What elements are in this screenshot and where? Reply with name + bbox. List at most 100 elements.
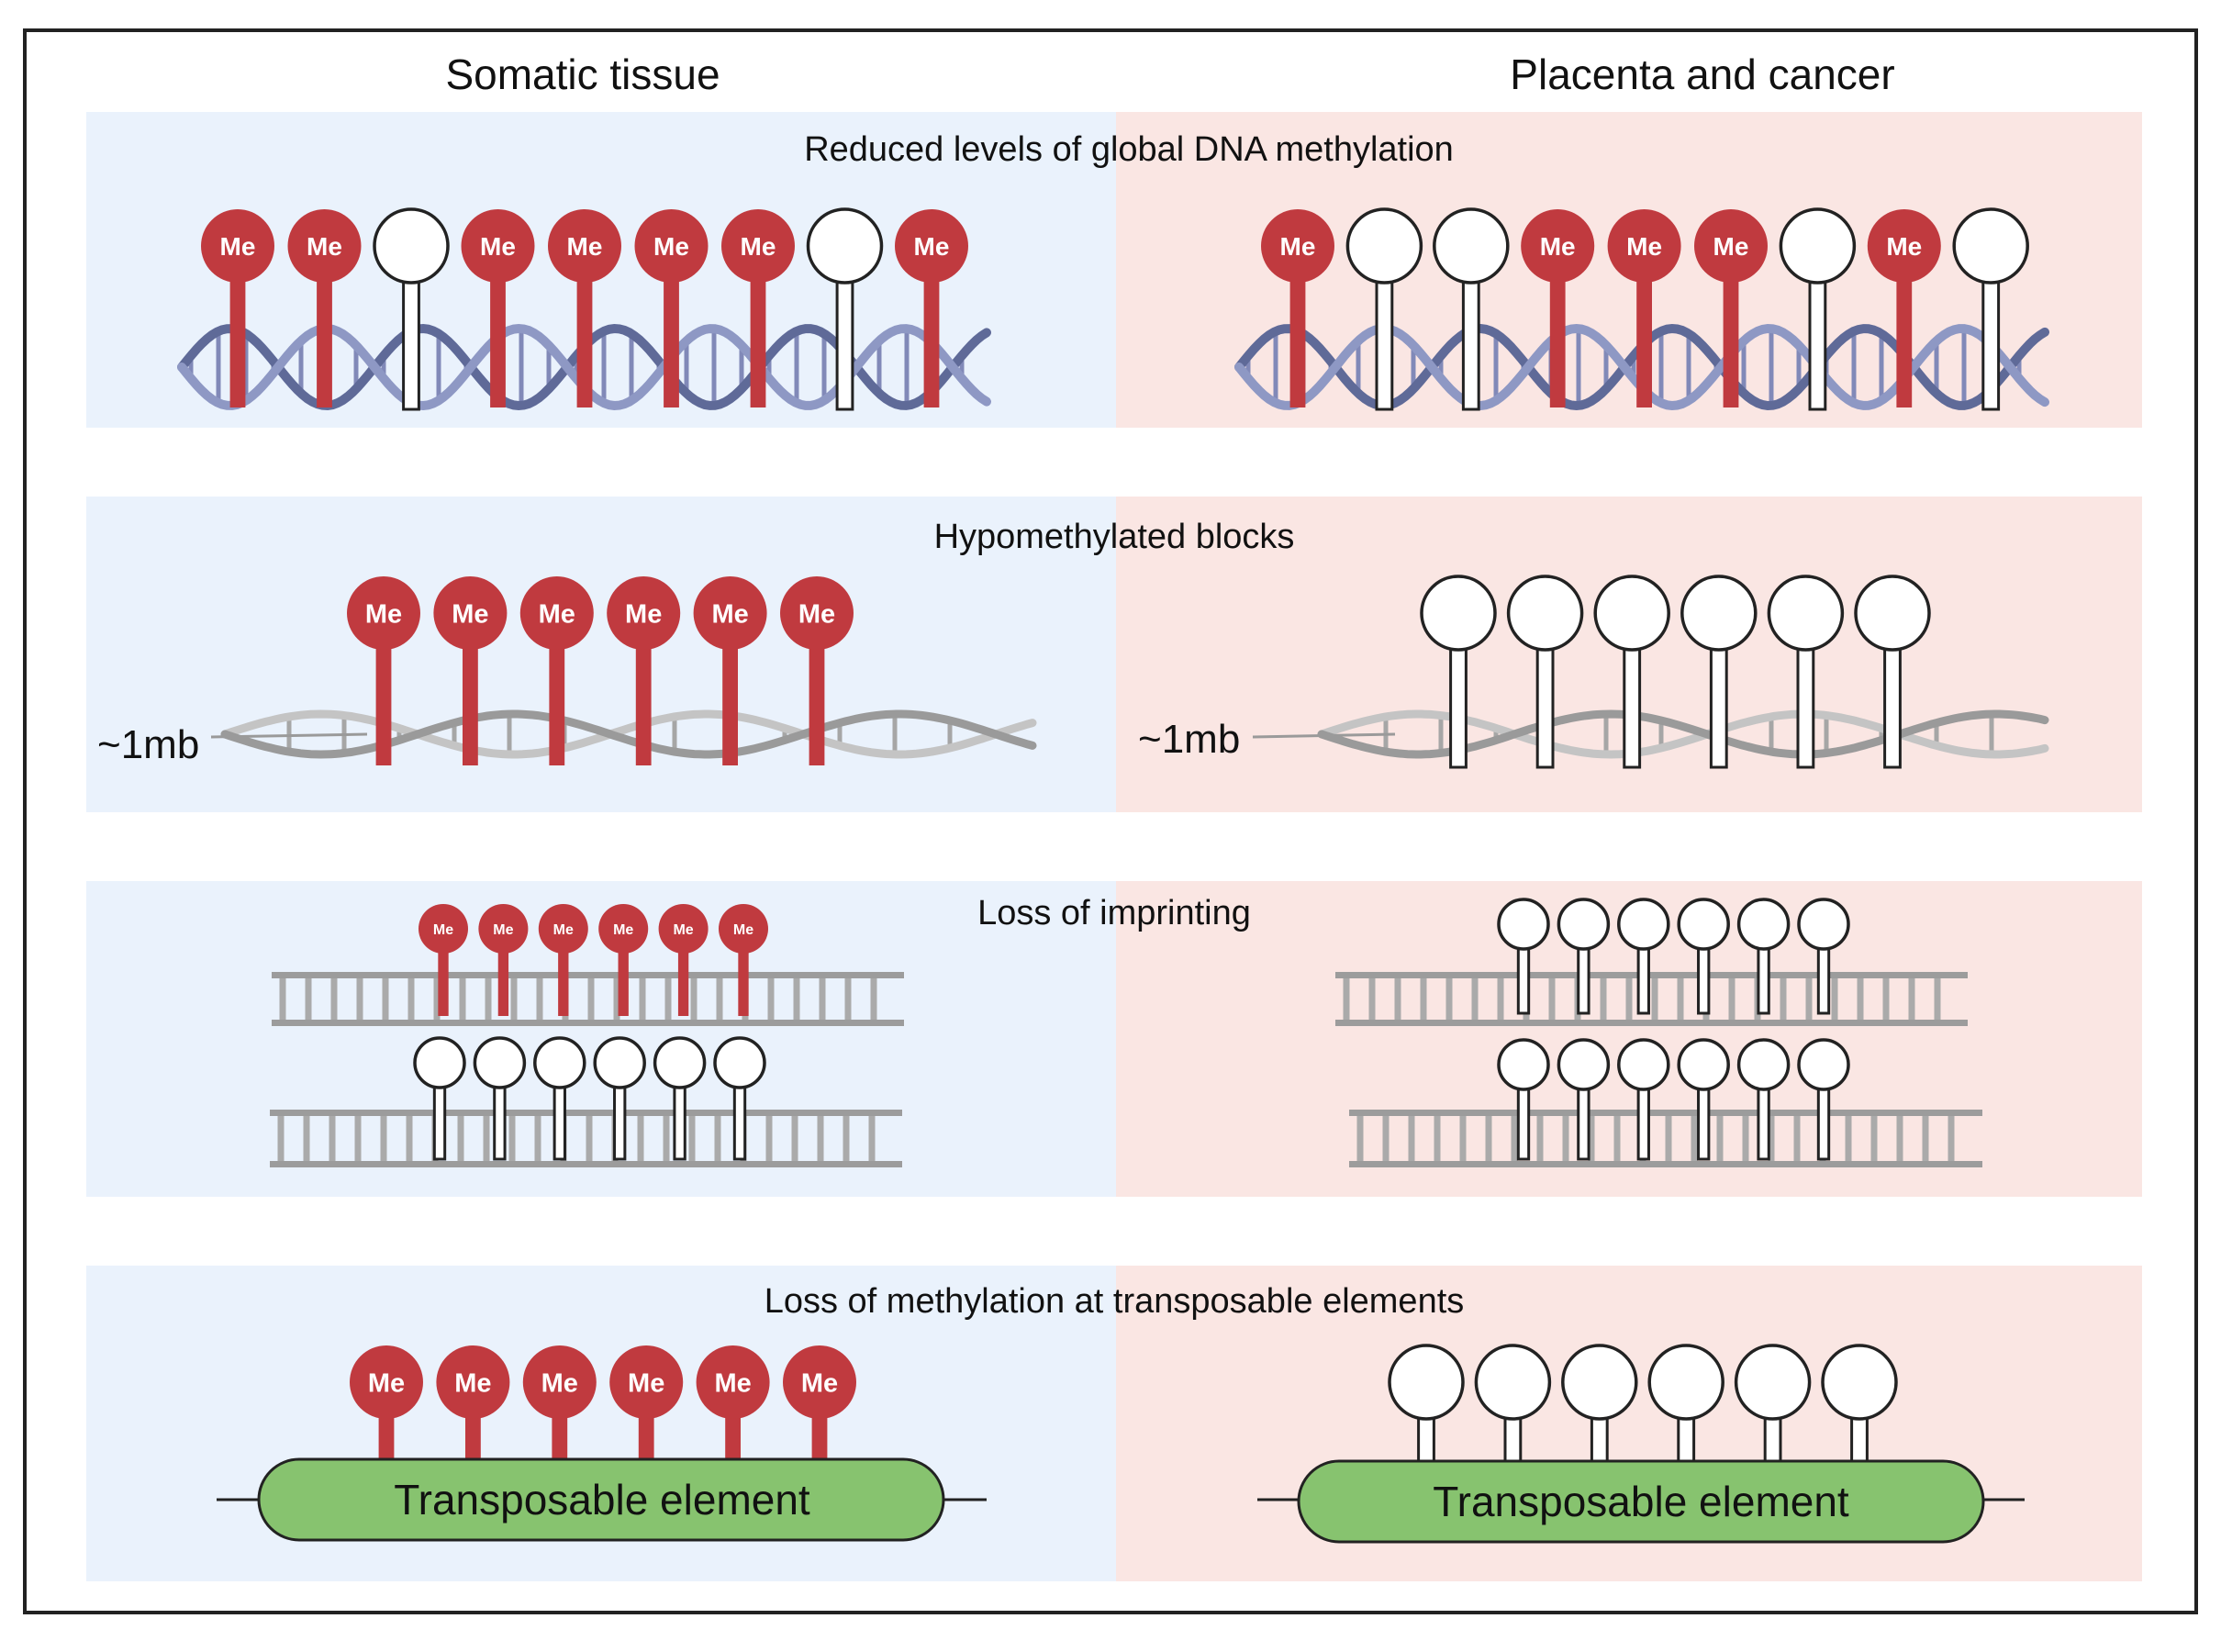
right-block-strand-front bbox=[1317, 709, 2049, 759]
methyl-marker: Me bbox=[1261, 209, 1334, 407]
methyl-marker: Me bbox=[478, 904, 529, 1016]
panel-4-right-element: Transposable element bbox=[1257, 1459, 2025, 1544]
unmethylated-marker-stem bbox=[1577, 1086, 1590, 1161]
unmethylated-marker-stem bbox=[1709, 646, 1728, 769]
methyl-marker: Me bbox=[350, 1345, 423, 1494]
methyl-marker-label: Me bbox=[1626, 232, 1662, 261]
methyl-marker-label: Me bbox=[368, 1368, 405, 1398]
unmethylated-marker-stem bbox=[1375, 279, 1394, 411]
right-lower-ladder-rail-bottom bbox=[1349, 1161, 1982, 1167]
methyl-marker bbox=[653, 1036, 707, 1161]
methyl-marker-stem bbox=[923, 279, 940, 407]
methyl-marker: Me bbox=[693, 576, 767, 765]
left-transposable-element-label: Transposable element bbox=[394, 1476, 810, 1524]
unmethylated-marker-stem bbox=[1816, 945, 1831, 1015]
methyl-marker-head bbox=[519, 576, 594, 650]
unmethylated-marker-head bbox=[1593, 575, 1670, 652]
methyl-marker-stem bbox=[558, 950, 569, 1016]
methyl-marker: Me bbox=[201, 209, 274, 407]
left-transposable-element-box bbox=[257, 1457, 945, 1542]
methyl-marker: Me bbox=[634, 209, 709, 407]
unmethylated-marker-stem bbox=[1516, 1086, 1531, 1161]
unmethylated-marker-head bbox=[653, 1036, 707, 1089]
methyl-marker-stem bbox=[635, 646, 652, 765]
methyl-marker bbox=[1617, 1038, 1670, 1161]
unmethylated-marker-head bbox=[413, 1036, 466, 1089]
methyl-marker-label: Me bbox=[452, 599, 488, 629]
right-transposable-element-label: Transposable element bbox=[1433, 1478, 1849, 1525]
methyl-marker bbox=[1617, 898, 1670, 1015]
unmethylated-marker-head bbox=[713, 1036, 766, 1089]
methyl-marker-label: Me bbox=[220, 232, 256, 261]
methyl-marker-stem bbox=[677, 950, 689, 1016]
methyl-marker: Me bbox=[419, 904, 468, 1016]
panel-3-title: Loss of imprinting bbox=[977, 894, 1251, 932]
methyl-marker bbox=[1433, 207, 1510, 411]
methyl-marker-head bbox=[548, 209, 621, 283]
unmethylated-marker-head bbox=[1854, 575, 1931, 652]
methyl-marker-stem bbox=[1636, 279, 1652, 407]
methyl-marker bbox=[1557, 1038, 1611, 1161]
methyl-marker-label: Me bbox=[454, 1368, 491, 1398]
unmethylated-marker-stem bbox=[1808, 279, 1827, 411]
left-upper-ladder-rail-top bbox=[272, 972, 904, 978]
methyl-marker-label: Me bbox=[365, 599, 402, 629]
panel-1-title: Reduced levels of global DNA methylation bbox=[804, 130, 1454, 169]
methyl-marker-head bbox=[201, 209, 274, 283]
unmethylated-marker-head bbox=[1497, 898, 1550, 951]
unmethylated-marker-head bbox=[1497, 1038, 1550, 1091]
unmethylated-marker-stem bbox=[1449, 646, 1468, 769]
methyl-marker-head bbox=[1261, 209, 1334, 283]
methyl-marker-label: Me bbox=[628, 1368, 664, 1398]
unmethylated-marker-head bbox=[1734, 1344, 1812, 1421]
methyl-marker-head bbox=[598, 904, 649, 954]
unmethylated-marker-stem bbox=[835, 279, 854, 411]
unmethylated-marker-head bbox=[1821, 1344, 1898, 1421]
left-block-tail bbox=[210, 732, 368, 739]
methyl-marker-label: Me bbox=[914, 232, 950, 261]
methyl-marker-label: Me bbox=[480, 232, 516, 261]
methyl-marker bbox=[1736, 898, 1791, 1015]
methyl-marker-stem bbox=[1896, 279, 1913, 407]
methyl-marker: Me bbox=[433, 576, 508, 765]
methyl-marker: Me bbox=[538, 904, 588, 1016]
methyl-marker-head bbox=[607, 576, 681, 650]
unmethylated-marker-head bbox=[1797, 898, 1850, 951]
unmethylated-marker-head bbox=[1345, 207, 1423, 285]
methyl-marker: Me bbox=[347, 576, 420, 765]
unmethylated-marker-head bbox=[1767, 575, 1845, 652]
unmethylated-marker-head bbox=[473, 1036, 527, 1089]
methyl-marker bbox=[373, 207, 450, 411]
left-block-strand-front bbox=[220, 709, 1037, 759]
panel-2-right-scale-label: ~1mb bbox=[1138, 717, 1240, 762]
panel-2-left-dna-strand bbox=[210, 709, 1037, 759]
methyl-marker-stem bbox=[809, 646, 825, 765]
methyl-marker bbox=[1506, 575, 1584, 769]
panel-2-left-bg bbox=[86, 497, 1116, 812]
unmethylated-marker-stem bbox=[432, 1084, 447, 1161]
methyl-marker-label: Me bbox=[625, 599, 662, 629]
methyl-marker-label: Me bbox=[433, 922, 453, 938]
methyl-marker bbox=[1736, 1038, 1791, 1161]
methyl-marker-head bbox=[1867, 209, 1941, 283]
methyl-marker-head bbox=[1694, 209, 1768, 283]
methyl-marker-head bbox=[609, 1345, 684, 1419]
methyl-marker-label: Me bbox=[539, 599, 575, 629]
methyl-marker bbox=[1557, 898, 1611, 1015]
methyl-marker-head bbox=[436, 1345, 510, 1419]
unmethylated-marker-stem bbox=[552, 1084, 566, 1161]
methyl-marker: Me bbox=[780, 576, 854, 765]
panel-4-left-element: Transposable element bbox=[217, 1457, 987, 1542]
methyl-marker-label: Me bbox=[1886, 232, 1922, 261]
unmethylated-marker-stem bbox=[402, 279, 420, 411]
methyl-marker bbox=[593, 1036, 646, 1161]
methyl-marker bbox=[1593, 575, 1670, 769]
left-upper-ladder-rail-bottom bbox=[272, 1020, 904, 1026]
methyl-marker-label: Me bbox=[1713, 232, 1749, 261]
methyl-marker-head bbox=[1521, 209, 1595, 283]
methyl-marker-label: Me bbox=[801, 1368, 838, 1398]
methyl-marker-label: Me bbox=[714, 1368, 751, 1398]
